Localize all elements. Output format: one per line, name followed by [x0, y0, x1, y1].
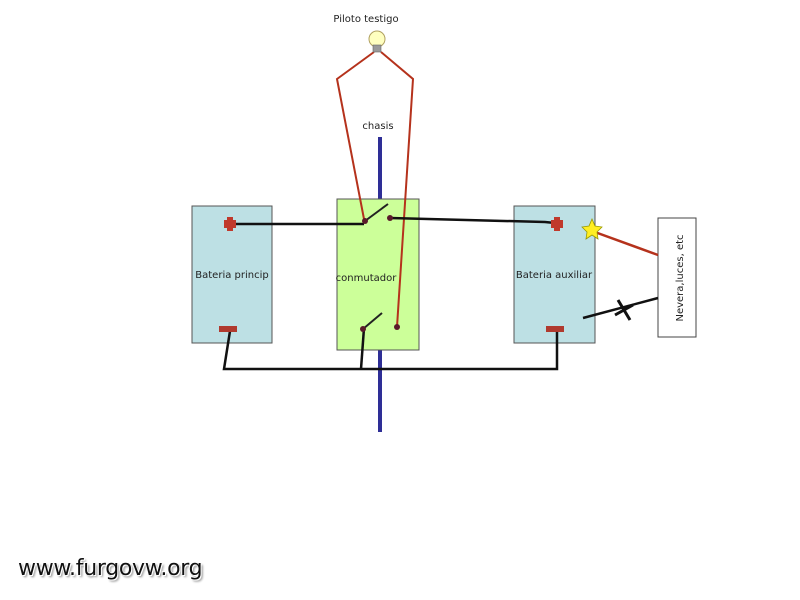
switch-label: conmutador — [336, 273, 398, 284]
wire-load-positive — [591, 229, 659, 257]
loads-label: Nevera,luces, etc — [675, 234, 686, 321]
switch-lever-bottom — [362, 312, 383, 330]
main-negative-terminal — [219, 326, 237, 332]
wire-load-negative — [582, 296, 659, 320]
switch-contact-top-left — [362, 218, 368, 224]
switch-contact-top-right — [387, 215, 393, 221]
aux-negative-terminal — [546, 326, 564, 332]
cross-mark-icon — [614, 299, 634, 321]
loads-box — [657, 217, 697, 338]
wire-negative-bus — [222, 330, 559, 371]
chassis-label: chasis — [362, 121, 393, 132]
pilot-wire-left — [335, 51, 375, 220]
site-watermark: www.furgovw.org — [18, 556, 203, 581]
pilot-label: Piloto testigo — [333, 14, 398, 25]
spark-star-icon — [581, 217, 603, 240]
switch-contact-bottom-right — [394, 324, 400, 330]
lightbulb-icon — [368, 30, 386, 53]
pilot-wire-right — [380, 51, 415, 328]
aux-positive-terminal — [551, 217, 563, 231]
main-positive-terminal — [224, 217, 236, 231]
switch-lever-top — [364, 203, 389, 222]
switch-contact-bottom-left — [360, 326, 366, 332]
main-battery-label: Bateria princip — [195, 270, 268, 281]
wire-switch-negative — [359, 327, 366, 370]
aux-battery-label: Bateria auxiliar — [516, 270, 593, 281]
aux-battery-box — [513, 205, 596, 344]
